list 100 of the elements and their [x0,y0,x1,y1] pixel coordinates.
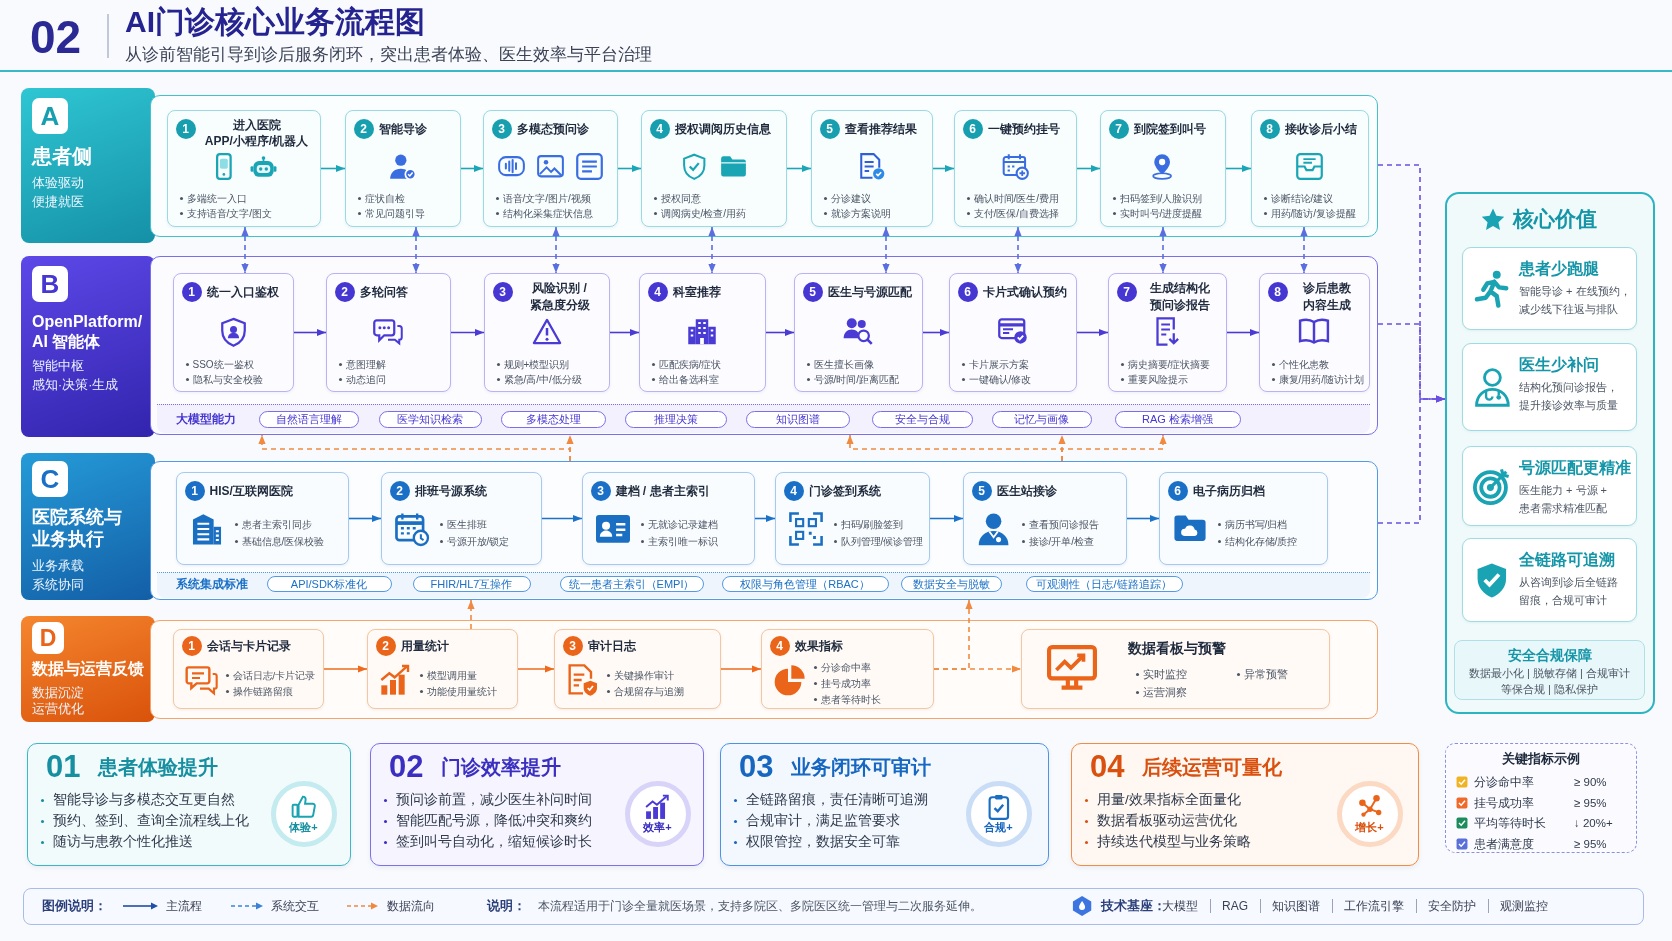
step-card [482,109,618,227]
bullet-item: 模型调用量 [417,667,477,684]
metric-value: ↓ 20%+ [1574,816,1613,831]
section-number: 02 [30,10,82,65]
step-number: 6 [962,118,983,139]
step-card [774,471,930,565]
badge-label: 合规+ [984,820,1013,834]
section-tile [21,616,155,722]
dashed-arrow [258,434,571,462]
bullet-item: 实时监控 [1133,665,1187,683]
section-tile [21,453,155,600]
step-number: 3 [492,281,513,302]
band-label: 大模型能力 [176,411,236,428]
step-card [172,628,324,709]
card-number: 03 [739,748,774,786]
box-title: 安全合规保障 [1507,646,1592,665]
tech-item: 观测监控 [1500,898,1548,915]
step-title: HIS/互联网医院 [209,482,293,500]
section-title: 数据与运营反馈 [32,660,144,679]
bullet-item: 个性化患教 [1269,356,1329,372]
dashed-double-arrow [1159,226,1167,274]
step-number: 4 [649,118,670,139]
step-card [962,471,1127,565]
value-title: 号源匹配更精准 [1519,458,1631,478]
bullet-item: 用量/效果指标全面量化 [1083,790,1241,810]
value-card [1462,247,1637,330]
value-text: 结构化预问诊报告，提升接诊效率与质量 [1519,380,1619,413]
dashed-double-arrow [412,226,420,274]
bullet-item: 授权同意 [651,190,701,206]
step-title: 授权调阅历史信息 [674,120,771,138]
metric-value: ≥ 90% [1574,775,1607,790]
legend-label: 主流程 [166,898,202,915]
step-number: 4 [769,635,790,656]
section-title: OpenPlatform/AI 智能体 [32,312,144,352]
step-card [166,109,321,227]
bullet-item: 结构化采集症状信息 [493,205,593,221]
step-card [1107,272,1227,392]
step-card [638,272,766,392]
tech-item: 工作流引擎 [1344,898,1404,915]
bullet-item: 主索引唯一标识 [638,532,718,550]
arrow [765,328,795,337]
section-subtitle: 便捷就医 [32,194,84,212]
bullet-item: 查看预问诊报告 [1019,515,1099,533]
step-card [1099,109,1226,227]
bullet-item: 分诊命中率 [811,659,871,676]
bullet-item: 扫码签到/人脸识别 [1110,190,1203,206]
bullet-item: 运营洞察 [1133,683,1187,701]
benefit-card [370,743,704,866]
section-subtitle: 感知·决策·生成 [32,377,119,395]
step-card [640,109,787,227]
step-title: 诊后患教内容生成 [1302,279,1352,314]
value-title: 医生少补问 [1519,355,1599,375]
bullet-item: 动态追问 [336,371,386,387]
step-number: 2 [334,281,355,302]
bullet-item: 签到叫号自动化，缩短候诊时长 [382,832,592,852]
bullet-item: 病史摘要/症状摘要 [1118,356,1211,372]
step-title: 科室推荐 [672,283,721,301]
badge-label: 增长+ [1355,820,1384,834]
bullet-item: 医生擅长画像 [804,356,874,372]
section-subtitle: 系统协同 [32,576,84,594]
bullet-item: 紧急/高/中/低分级 [494,371,582,387]
bullet-item: 语音/文字/图片/视频 [493,190,591,206]
step-title: 接收诊后小结 [1284,120,1357,138]
step-title: 多模态预问诊 [516,120,589,138]
bullet-item: 患者等待时长 [811,691,881,708]
step-title: 审计日志 [587,637,636,655]
bullet-item: 基础信息/医保校验 [232,532,325,550]
step-card [366,628,518,709]
bullet-item: 隐私与安全校验 [183,371,263,387]
step-number: 6 [1167,480,1188,501]
step-number: 4 [783,480,804,501]
section-subtitle: 体验驱动 [32,175,84,193]
bullet-item: 关键操作审计 [604,667,674,684]
bullet-item: 支持语音/文字/图文 [177,205,273,221]
note-text: 本流程适用于门诊全量就医场景，支持多院区、多院医区统一管理与二次服务延伸。 [538,899,982,914]
arrow [609,328,640,337]
bullet-item: SSO统一鉴权 [183,356,254,372]
step-title: 多轮问答 [359,283,408,301]
bullet-item: 挂号成功率 [811,675,871,692]
step-number: 8 [1259,118,1280,139]
tech-item: 知识图谱 [1272,898,1320,915]
legend-title: 图例说明： [42,898,107,915]
dashed-double-arrow [1300,226,1308,274]
step-title: 电子病历归档 [1192,482,1265,500]
step-title: 进入医院 [232,116,281,133]
benefit-card [1071,743,1419,866]
card-title: 业务闭环可审计 [791,755,931,780]
step-number: 7 [1108,118,1129,139]
value-text: 从咨询到诊后全链路留痕，合规可审计 [1519,575,1619,608]
dashed-double-arrow [1014,226,1022,274]
bullet-item: 队列管理/候诊管理 [831,532,924,550]
note-title: 说明： [487,898,526,915]
step-title: 到院签到叫号 [1133,120,1206,138]
lane-panel [150,95,1378,237]
card-number: 04 [1090,748,1125,786]
step-title: 生成结构化预问诊报告 [1149,279,1211,314]
step-number: 2 [353,118,374,139]
step-title: 风险识别 / 紧急度分级 [528,279,591,314]
arrow [786,164,812,173]
dashed-double-arrow [708,226,716,274]
